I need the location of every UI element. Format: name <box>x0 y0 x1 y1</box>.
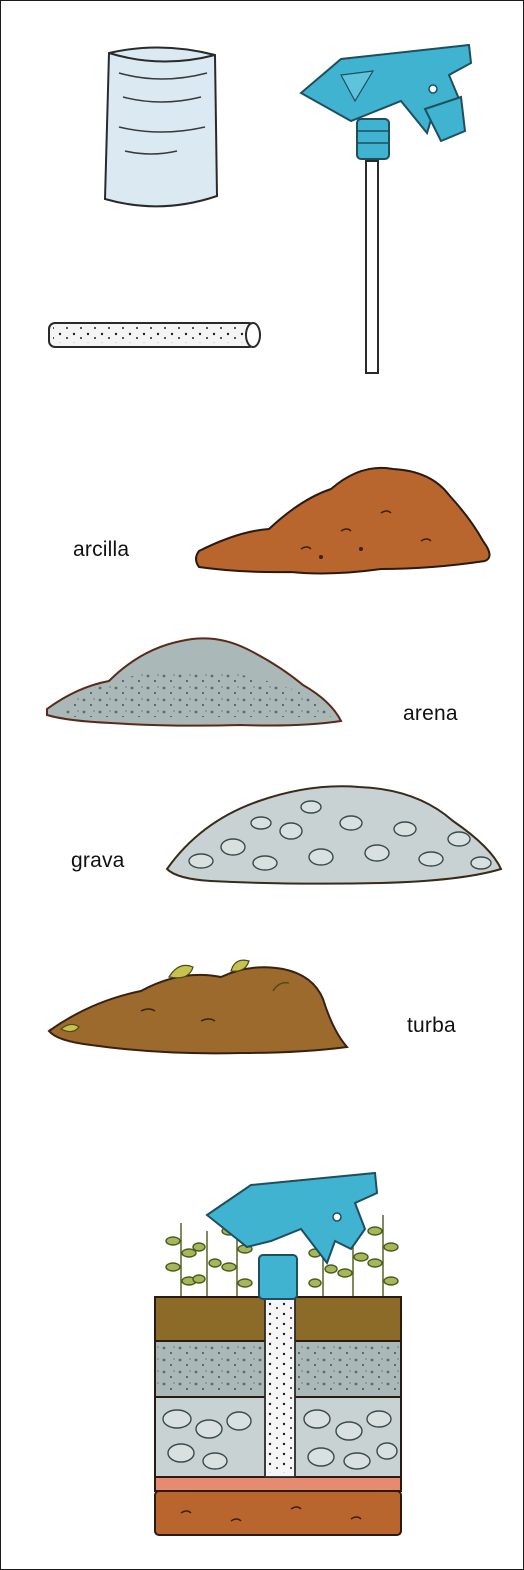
plastic-bottle-icon <box>105 47 217 206</box>
spray-trigger-icon <box>301 45 471 373</box>
sand-label: arena <box>403 702 458 726</box>
clay-label: arcilla <box>73 538 129 562</box>
gravel-label: grava <box>71 849 125 873</box>
perforated-tube-icon <box>49 323 260 347</box>
peat-pile <box>49 960 347 1053</box>
clay-pile <box>196 468 490 574</box>
peat-label: turba <box>407 1014 456 1038</box>
sand-pile <box>47 638 341 725</box>
gravel-pile <box>167 786 501 883</box>
terrarium-icon <box>155 1173 401 1535</box>
